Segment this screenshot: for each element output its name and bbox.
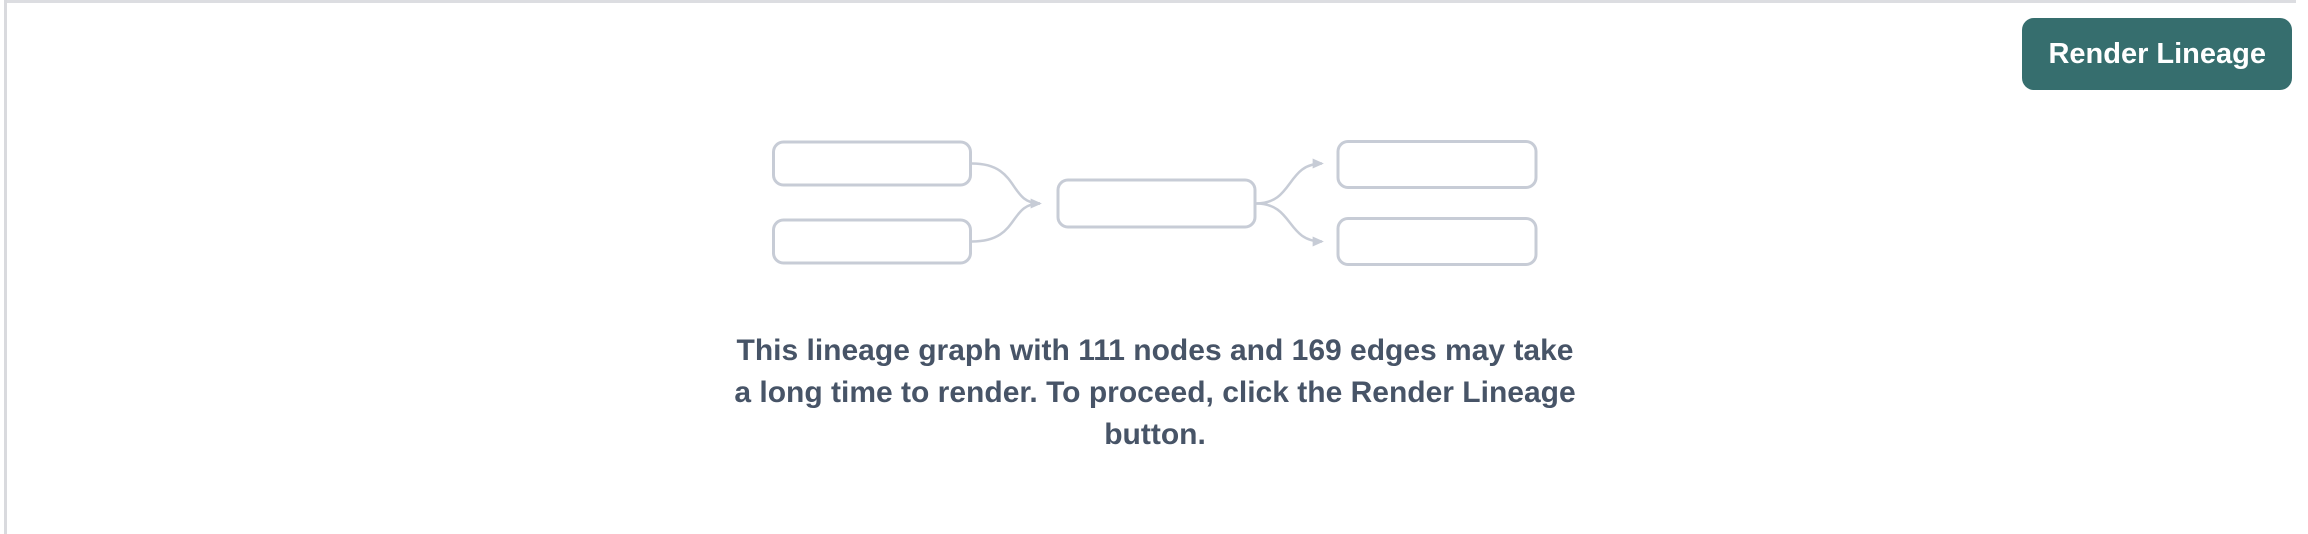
graph-node: [772, 140, 972, 187]
edge-arrow: [1255, 158, 1324, 205]
lineage-graph-icon: [772, 140, 1538, 266]
edge-arrow: [1255, 202, 1324, 247]
lineage-warning-message: This lineage graph with 111 nodes and 16…: [725, 330, 1585, 456]
graph-node: [772, 218, 972, 265]
edge-arrow: [971, 162, 1042, 209]
render-lineage-button[interactable]: Render Lineage: [2022, 18, 2292, 90]
message-line-2: a long time to render. To proceed, click…: [734, 376, 1576, 409]
edge-arrow: [971, 202, 1041, 243]
message-line-1: This lineage graph with 111 nodes and 16…: [736, 334, 1574, 367]
graph-node: [1056, 178, 1257, 229]
panel-top-border: [4, 0, 2296, 3]
graph-node: [1336, 217, 1538, 266]
graph-node: [1336, 140, 1538, 189]
panel-left-divider: [4, 0, 7, 534]
message-line-3: button.: [1104, 418, 1206, 451]
